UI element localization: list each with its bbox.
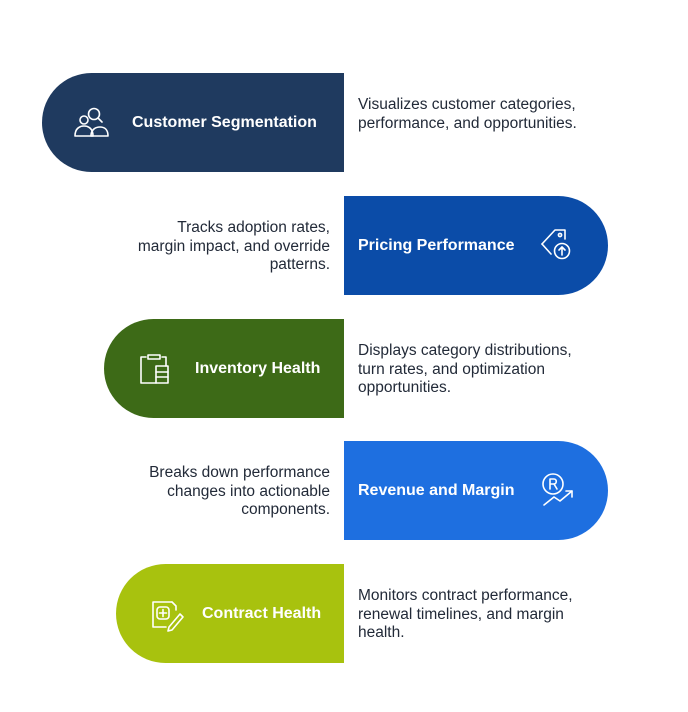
pill-title: Inventory Health	[195, 359, 321, 377]
pill-customer-segmentation: Customer Segmentation	[42, 73, 344, 172]
customer-group-icon	[72, 103, 112, 143]
description-inventory-health: Displays category distributions, turn ra…	[358, 342, 572, 396]
pill-title: Contract Health	[202, 604, 322, 622]
pill-pricing-performance: Pricing Performance	[344, 196, 608, 295]
description-customer-segmentation: Visualizes customer categories, performa…	[358, 96, 577, 132]
contract-health-icon	[146, 594, 186, 634]
pill-title: Customer Segmentation	[132, 113, 317, 131]
pill-revenue-and-margin: Revenue and Margin	[344, 441, 608, 540]
pill-title: Pricing Performance	[358, 236, 515, 254]
price-tag-up-icon	[538, 224, 578, 264]
revenue-growth-icon	[538, 471, 578, 511]
description-pricing-performance: Tracks adoption rates, margin impact, an…	[137, 219, 330, 273]
pill-contract-health: Contract Health	[116, 564, 344, 663]
description-revenue-and-margin: Breaks down performance changes into act…	[149, 464, 330, 518]
clipboard-inventory-icon	[134, 349, 174, 389]
pill-inventory-health: Inventory Health	[104, 319, 344, 418]
description-contract-health: Monitors contract performance, renewal t…	[358, 587, 573, 641]
pill-title: Revenue and Margin	[358, 481, 515, 499]
